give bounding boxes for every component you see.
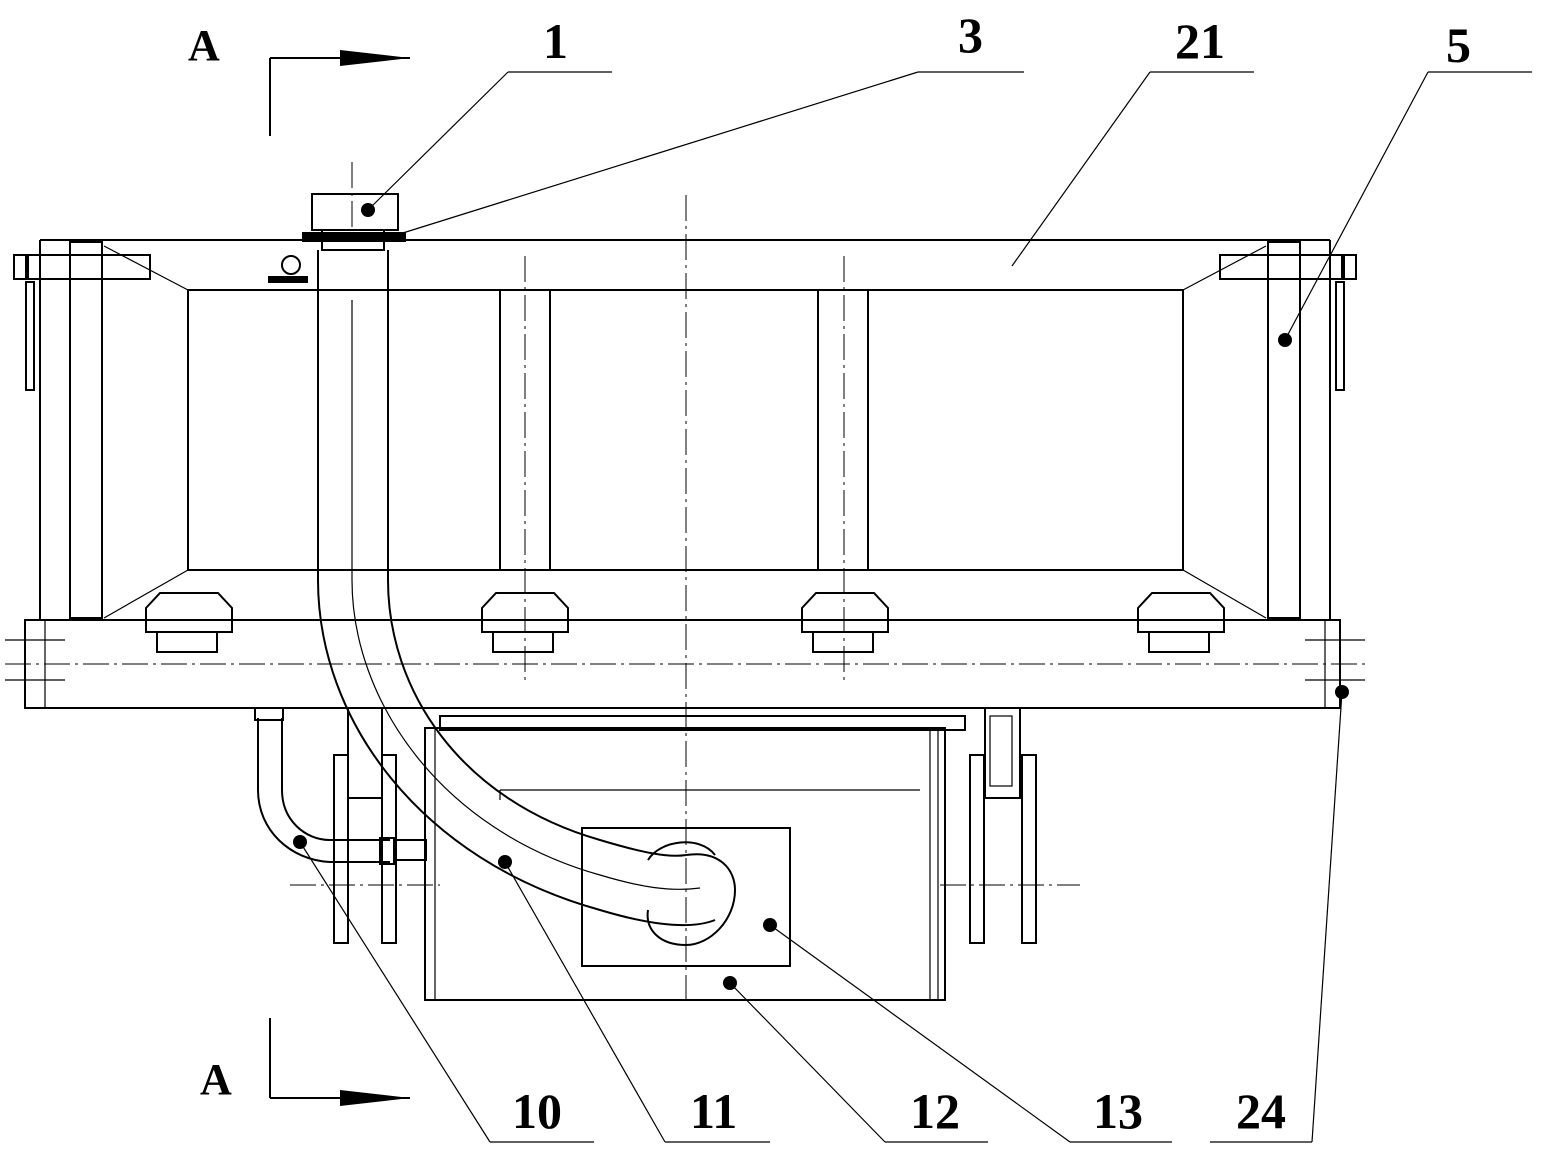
left-wheel-assembly <box>254 707 427 944</box>
clamp-band <box>268 232 406 283</box>
callout-13: 13 <box>1093 1083 1143 1139</box>
mounting-plate <box>581 827 791 967</box>
callout-12: 12 <box>910 1083 960 1139</box>
callout-3: 3 <box>958 7 983 63</box>
callout-21: 21 <box>1175 13 1225 69</box>
section-label-top: A <box>188 21 220 70</box>
callout-labels: 1 3 21 5 10 11 12 13 24 <box>512 7 1471 1139</box>
center-lines <box>5 162 1365 1000</box>
lower-housing <box>424 715 966 1001</box>
section-marker-top: A <box>188 21 410 136</box>
frame-body <box>13 239 1357 620</box>
callout-5: 5 <box>1446 17 1471 73</box>
section-marker-bottom: A <box>200 1018 410 1106</box>
section-label-bottom: A <box>200 1055 232 1104</box>
callout-1: 1 <box>543 13 568 69</box>
right-wheel-assembly <box>969 707 1037 944</box>
callout-11: 11 <box>690 1083 737 1139</box>
callout-10: 10 <box>512 1083 562 1139</box>
leaders <box>293 71 1532 1143</box>
roller-2 <box>481 592 569 653</box>
roller-row <box>145 592 1225 653</box>
base-beam <box>5 619 1365 709</box>
main-hose <box>317 250 737 947</box>
roller-3 <box>801 592 889 653</box>
roller-4 <box>1137 592 1225 653</box>
roller-1 <box>145 592 233 653</box>
callout-24: 24 <box>1236 1083 1286 1139</box>
